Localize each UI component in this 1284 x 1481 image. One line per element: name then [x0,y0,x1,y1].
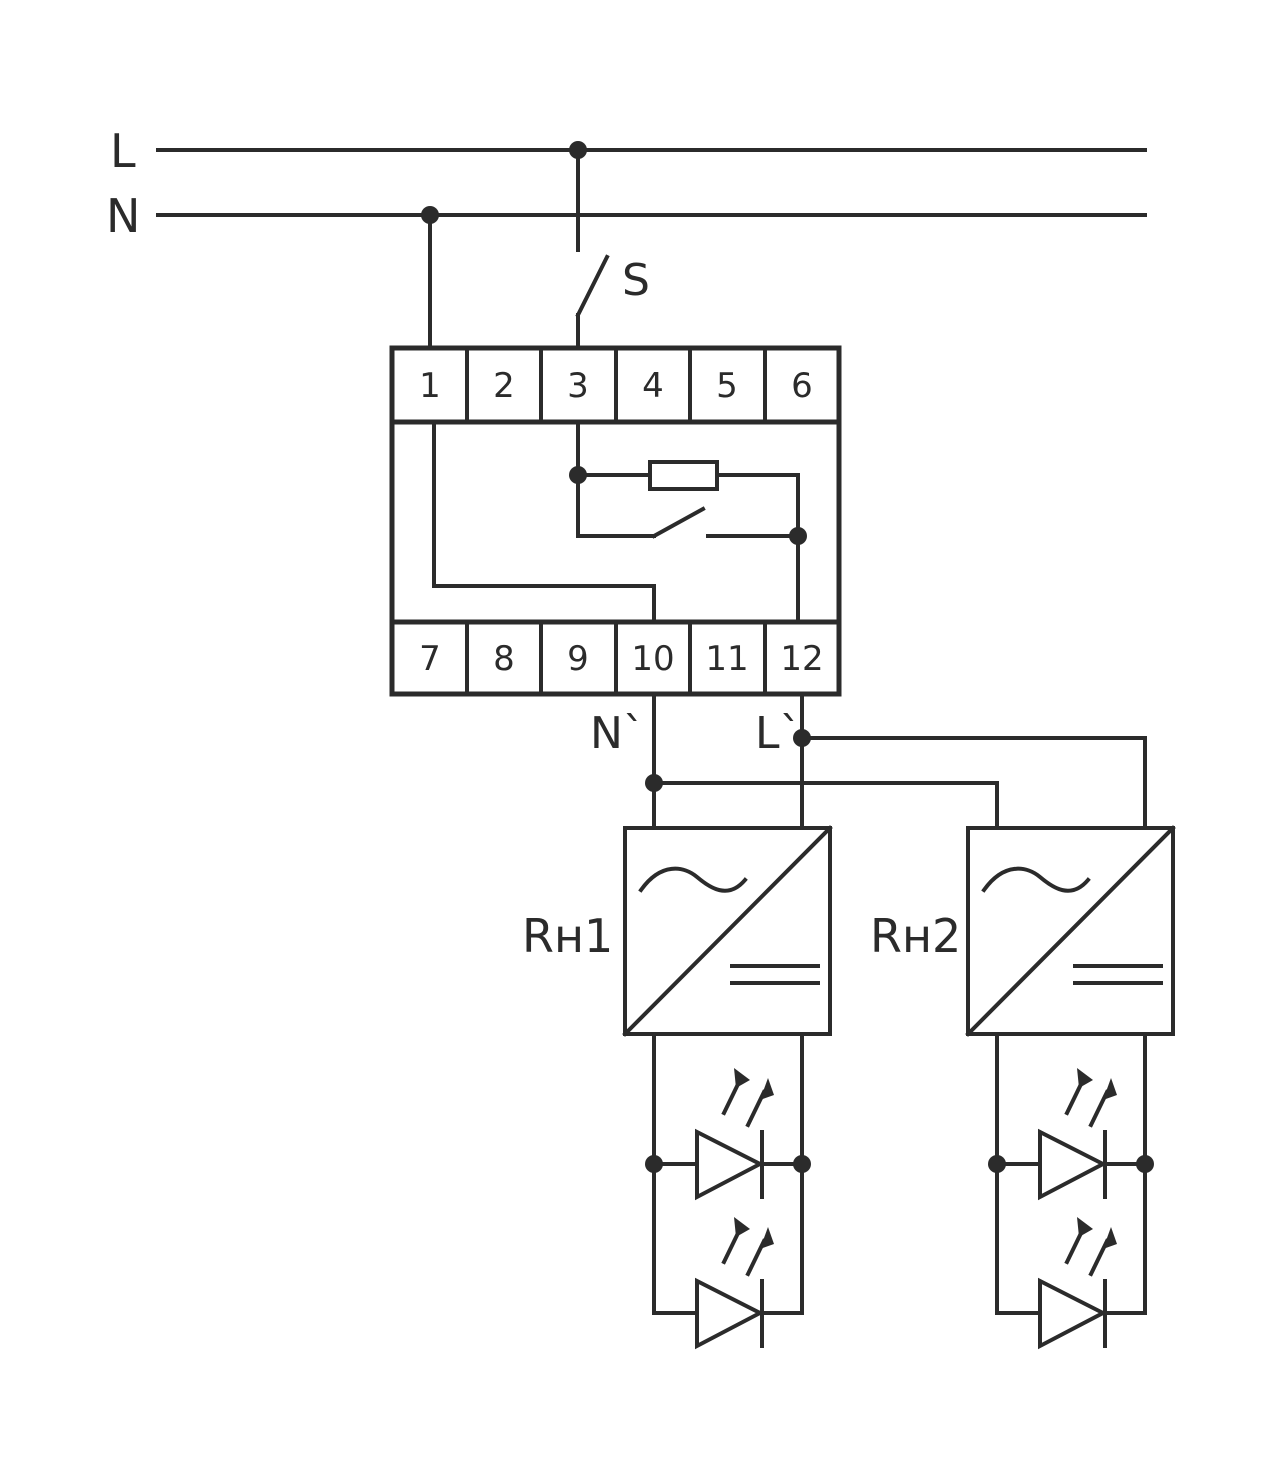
driver-1-label: Rн1 [522,909,613,963]
internal-neutral-wire [432,420,656,624]
terminal-1: 1 [419,366,441,406]
driver-2-label: Rн2 [870,909,961,963]
switch-icon: S [575,148,650,350]
terminal-7: 7 [419,639,441,679]
terminal-10: 10 [631,639,674,679]
led-icon [995,1217,1147,1350]
terminal-6: 6 [791,366,813,406]
supply-lines: L N [106,124,1147,243]
junction-dot [1136,1155,1154,1173]
driver-2-box [966,826,1175,1036]
terminal-2: 2 [493,366,515,406]
neutral-line-label: N [106,189,140,243]
terminal-3: 3 [567,366,589,406]
led-icon [652,1068,804,1201]
junction-dot [988,1155,1006,1173]
driver-1-box [623,826,832,1036]
switch-label: S [622,255,650,306]
terminal-11: 11 [705,639,748,679]
driver-1: Rн1 [522,825,833,1350]
output-wiring: N` L` [590,692,1147,830]
relay-module: 1 2 3 4 5 6 7 8 9 10 11 12 [389,345,842,697]
driver-2: Rн2 [870,825,1176,1350]
resistor-icon [648,460,719,491]
phase-out-label: L` [755,708,802,759]
terminal-8: 8 [493,639,515,679]
terminal-5: 5 [716,366,738,406]
relay-contact-icon [651,506,706,539]
junction-dot [789,527,807,545]
junction-dot [645,1155,663,1173]
led-icon [995,1068,1147,1201]
neutral-out-label: N` [590,708,645,759]
terminal-12: 12 [780,639,823,679]
ac-symbol-icon [981,866,1091,893]
ac-symbol-icon [638,866,748,893]
led-icon [652,1217,804,1350]
phase-line-label: L [110,124,136,178]
terminal-9: 9 [567,639,589,679]
terminal-4: 4 [642,366,664,406]
junction-dot [793,1155,811,1173]
